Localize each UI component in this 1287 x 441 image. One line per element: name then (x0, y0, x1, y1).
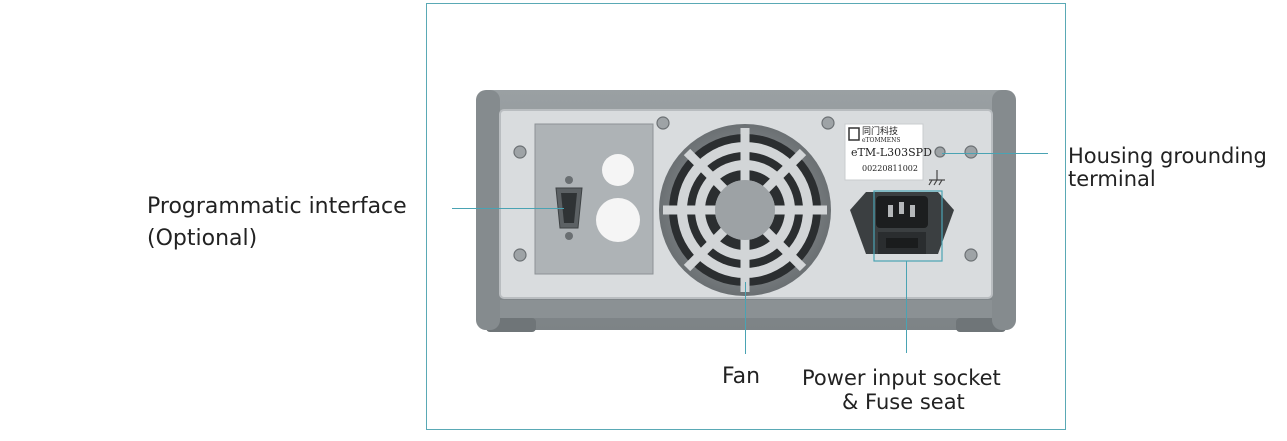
db9-connector (555, 176, 583, 240)
callout-grounding-line1: Housing grounding (1068, 144, 1267, 168)
ground-symbol-icon (928, 170, 945, 186)
panel-screws (513, 116, 978, 272)
callout-power-line2: & Fuse seat (842, 390, 965, 414)
label-serial: 00220811002 (862, 164, 918, 173)
callout-power-line1: Power input socket (802, 366, 1001, 390)
leader-power (906, 261, 907, 353)
callout-fan: Fan (722, 364, 761, 389)
fan-grille (659, 124, 831, 296)
leader-grounding (942, 153, 1048, 154)
model-label (844, 123, 924, 181)
interface-plate (534, 123, 654, 275)
label-brand-cn: 同门科技 (862, 127, 899, 137)
label-brand-en: eTOMMENS (862, 137, 901, 144)
diagram-frame (426, 3, 1066, 430)
label-model: eTM-L303SPD (851, 146, 932, 159)
leader-fan (745, 282, 746, 354)
callout-programmatic-line2: (Optional) (147, 226, 258, 251)
leader-programmatic (452, 208, 564, 209)
callout-programmatic-line1: Programmatic interface (147, 194, 407, 219)
power-socket (850, 190, 954, 262)
callout-grounding-line2: terminal (1068, 167, 1156, 191)
